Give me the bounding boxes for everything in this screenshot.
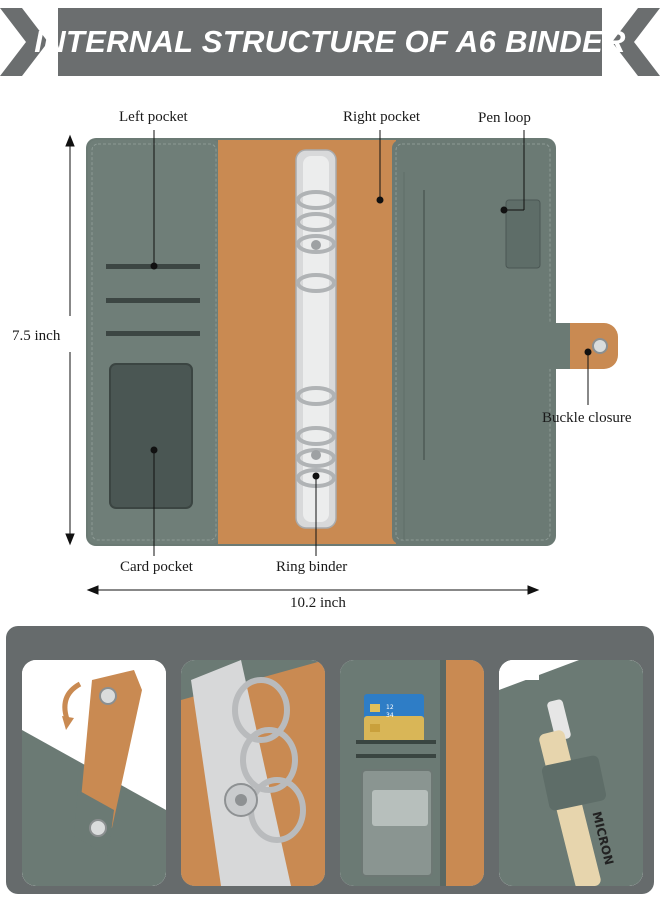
- card-digits: 12 34: [386, 704, 394, 719]
- chevron-right-icon: [612, 8, 660, 76]
- width-dimension-label: 10.2 inch: [290, 595, 346, 611]
- binder-diagram: [65, 130, 618, 595]
- header-banner: [0, 0, 660, 82]
- ring-binder-label: Ring binder: [276, 559, 348, 575]
- thumb-ring-binder: [181, 660, 325, 886]
- left-pocket-label: Left pocket: [119, 109, 188, 125]
- snap-button-icon: [592, 338, 608, 354]
- thumb-card-pockets: 12 34: [340, 660, 484, 886]
- ring-icon: [296, 190, 336, 488]
- right-pocket-label: Right pocket: [343, 109, 421, 125]
- snap-button-icon: [89, 819, 107, 837]
- thumb-pen-loop: MICRON: [499, 660, 643, 886]
- page-title: INTERNAL STRUCTURE OF A6 BINDER: [34, 24, 626, 59]
- thumb-buckle-closure: [22, 660, 166, 886]
- pen-loop-label: Pen loop: [478, 110, 531, 126]
- height-dimension-label: 7.5 inch: [12, 328, 61, 344]
- buckle-closure-label: Buckle closure: [542, 410, 632, 426]
- chevron-left-icon: [0, 8, 48, 76]
- card-pocket-label: Card pocket: [120, 559, 193, 575]
